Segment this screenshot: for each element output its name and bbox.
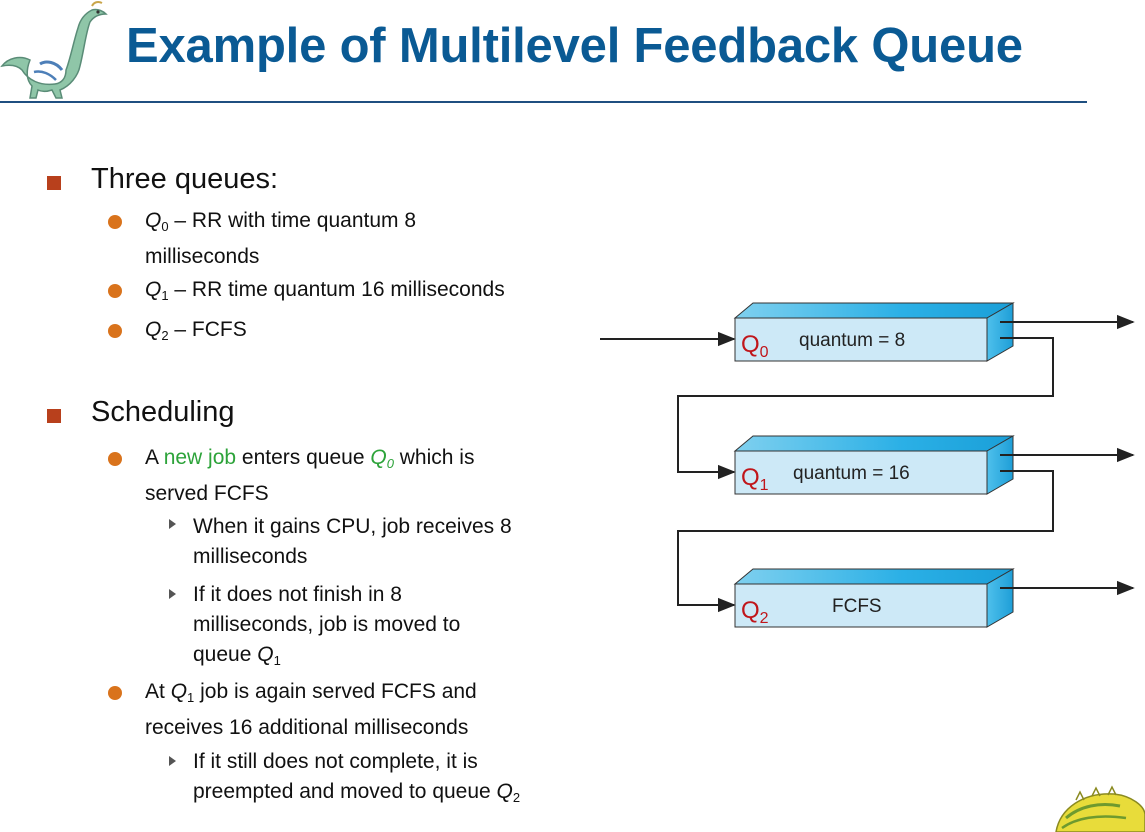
q0-description: Q0 – RR with time quantum 8 milliseconds: [145, 206, 416, 272]
queues-heading: Three queues:: [91, 163, 279, 195]
s1-post: which is: [393, 446, 475, 469]
s2a-symbol: Q: [496, 780, 513, 803]
not-finish-description: If it does not finish in 8 milliseconds,…: [193, 580, 460, 676]
s2-line2: receives 16 additional milliseconds: [145, 716, 469, 739]
queue-name-0: Q0: [741, 331, 769, 361]
queue-label-2: FCFS: [832, 596, 882, 617]
q1-description: Q1 – RR time quantum 16 milliseconds: [145, 275, 505, 311]
queue-box-1: [733, 435, 1015, 495]
q0-subscript: 0: [161, 219, 169, 234]
q1-subscript: 1: [161, 288, 169, 303]
s1-symbol: Q: [370, 446, 387, 469]
queue-box-2: [733, 568, 1015, 628]
s2a-line2: preempted and moved to queue: [193, 780, 497, 803]
s2-subscript: 1: [187, 690, 195, 705]
q1-symbol: Q: [145, 278, 162, 301]
triangle-bullet-icon: [169, 519, 176, 529]
s2a-line1: If it still does not complete, it is: [193, 750, 478, 773]
new-job-highlight: new job: [163, 446, 237, 469]
q2-symbol: Q: [145, 318, 162, 341]
dinosaur-logo-icon: [0, 1, 108, 99]
queue-label-0: quantum = 8: [799, 330, 905, 351]
s1b-line2: milliseconds, job is moved to: [193, 613, 461, 636]
s1b-symbol: Q: [257, 643, 274, 666]
s1a-line1: When it gains CPU, job receives 8: [193, 515, 512, 538]
queue-box-0: [733, 302, 1015, 362]
s1a-line2: milliseconds: [193, 545, 308, 568]
gains-cpu-description: When it gains CPU, job receives 8 millis…: [193, 512, 512, 572]
preempted-description: If it still does not complete, it is pre…: [193, 747, 520, 813]
s1-line2: served FCFS: [145, 482, 269, 505]
queue-label-1: quantum = 16: [793, 463, 910, 484]
s1b-subscript: 1: [273, 653, 281, 668]
q2-subscript: 2: [161, 328, 169, 343]
round-bullet-icon: [108, 452, 122, 466]
square-bullet-icon: [47, 409, 61, 423]
s1-pre: A: [145, 446, 164, 469]
round-bullet-icon: [108, 324, 122, 338]
queue-name-1: Q1: [741, 464, 769, 494]
q1-again-description: At Q1 job is again served FCFS and recei…: [145, 677, 477, 743]
multilevel-queue-diagram: Q0 quantum = 8 Q1 quantum = 16 Q2 FCFS: [600, 302, 1135, 628]
queue-name-2: Q2: [741, 597, 769, 627]
slide-title: Example of Multilevel Feedback Queue: [126, 19, 1023, 73]
feedback-path-1-to-2: [677, 470, 1054, 613]
s2-post: job is again served FCFS and: [194, 680, 477, 703]
round-bullet-icon: [108, 284, 122, 298]
q1-text: – RR time quantum 16 milliseconds: [168, 278, 505, 301]
corner-dinosaur-icon: [1055, 785, 1145, 832]
feedback-path-0-to-1: [677, 337, 1054, 480]
triangle-bullet-icon: [169, 756, 176, 766]
scheduling-heading: Scheduling: [91, 396, 235, 428]
q2-text: – FCFS: [168, 318, 247, 341]
s1b-line1: If it does not finish in 8: [193, 583, 402, 606]
q0-symbol: Q: [145, 209, 162, 232]
s1-subscript: 0: [386, 456, 394, 471]
title-divider: [0, 101, 1087, 103]
triangle-bullet-icon: [169, 589, 176, 599]
q0-text-line2: milliseconds: [145, 245, 260, 268]
s1-mid: enters queue: [236, 446, 371, 469]
round-bullet-icon: [108, 686, 122, 700]
square-bullet-icon: [47, 176, 61, 190]
new-job-description: A new job enters queue Q0 which is serve…: [145, 443, 474, 509]
q0-text: – RR with time quantum 8: [168, 209, 417, 232]
s1b-line3: queue: [193, 643, 258, 666]
s2-symbol: Q: [170, 680, 188, 703]
round-bullet-icon: [108, 215, 122, 229]
s2-pre: At: [145, 680, 171, 703]
q2-description: Q2 – FCFS: [145, 315, 247, 351]
s2a-subscript: 2: [512, 790, 521, 805]
